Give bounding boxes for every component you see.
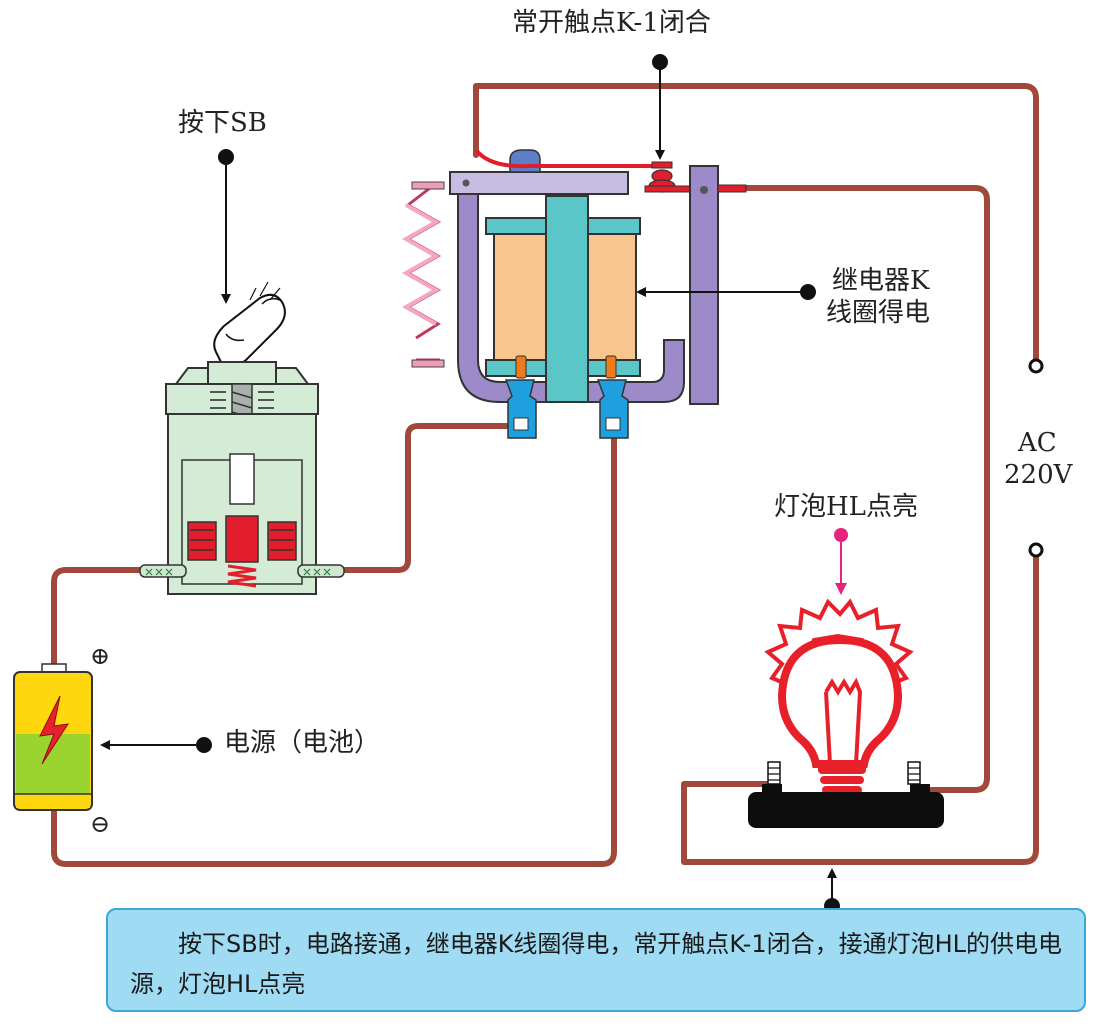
label-ac: AC [1018,428,1057,458]
relay-coil [485,195,641,403]
ac-terminal-bottom [1028,542,1044,558]
lamp-hl [748,598,944,828]
pointer-bulb [834,528,848,595]
relay-yoke [457,189,685,403]
wires [51,83,1039,867]
relay-core [545,195,589,403]
battery-icon [13,663,93,811]
label-ac-voltage: 220V [1004,460,1073,490]
minus-icon: ⊖ [90,810,111,838]
label-coil-line2: 线圈得电 [826,298,931,328]
contact-k1 [644,161,691,193]
label-contact-k1: 常开触点K-1闭合 [512,8,711,38]
wire-fixed-contact-to-bulb [742,185,990,793]
wire-battery-to-switch [51,567,143,671]
label-battery: 电源（电池） [224,728,381,758]
relay-k [401,148,747,439]
armature [449,171,629,195]
finger-icon [213,281,286,368]
lamp-holder [748,792,944,828]
coil-terminals [504,379,629,439]
moving-contact-spring [474,148,664,169]
label-press-sb: 按下SB [178,108,267,138]
label-bulb: 灯泡HL点亮 [774,492,918,522]
ac-terminals [1028,358,1044,558]
label-coil-line1: 继电器K [832,266,930,296]
wire-battery-to-coil [51,433,617,867]
caption-box: 按下SB时，电路接通，继电器K线圈得电，常开触点K-1闭合，接通灯泡HL的供电电… [106,908,1086,1012]
plus-icon: ⊕ [90,642,111,670]
stationary-contact-bar [689,165,719,405]
wire-ac-to-bulb [681,553,1039,865]
wire-contact-to-ac [473,83,1039,363]
ac-terminal-top [1028,358,1044,374]
pushbutton-sb [139,281,345,595]
wire-switch-to-coil [341,423,519,573]
pointers [100,54,840,914]
